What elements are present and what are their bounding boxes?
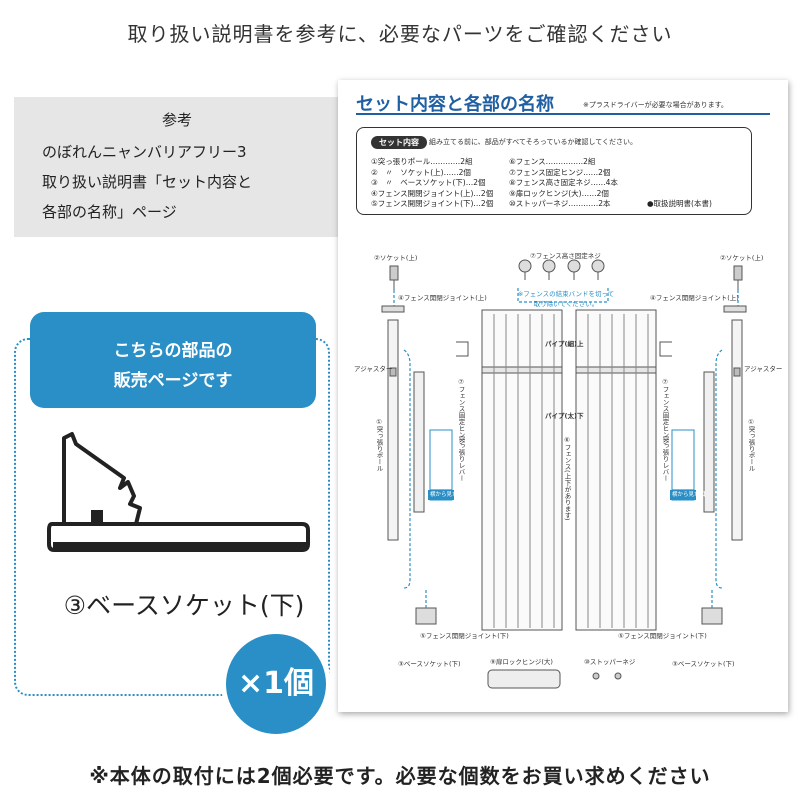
set-contents-box: セット内容 組み立てる前に、部品がすべてそろっているか確認してください。 ①突っ… xyxy=(356,127,752,215)
base-socket-illustration xyxy=(47,432,310,552)
manual-note: ※プラスドライバーが必要な場合があります。 xyxy=(583,101,728,109)
pipe-thick-mark: 下 xyxy=(576,412,584,420)
band-note-line: 取り除いてください。 xyxy=(533,300,599,308)
footer-note: ※本体の取付には2個必要です。必要な個数をお買い求めください xyxy=(89,764,711,788)
title-rule xyxy=(356,113,770,115)
reference-box: 参考 のぼれんニャンバリアフリー3 取り扱い説明書「セット内容と 各部の名称」ペ… xyxy=(14,97,340,237)
band-note-line: ※フェンスの結束バンドを切って xyxy=(517,290,615,298)
sale-page-tab[interactable]: こちらの部品の 販売ページです xyxy=(30,312,316,408)
sale-tab-line: 販売ページです xyxy=(113,371,233,391)
label-pole-right: ①突っ張りポール xyxy=(747,418,755,472)
list-item: ⑦フェンス固定ヒンジ……2個 xyxy=(509,167,611,177)
label-pole-left: ①突っ張りポール xyxy=(375,418,383,472)
label-adjuster-left: アジャスター xyxy=(354,365,393,373)
label-side-view-right: 横から見た図 xyxy=(672,492,706,498)
label-door-lock: ⑨扉ロックヒンジ(大) xyxy=(490,658,553,666)
label-height-screw: ⑦フェンス高さ固定ネジ xyxy=(530,252,601,260)
header-text: 取り扱い説明書を参考に、必要なパーツをご確認ください xyxy=(127,22,673,46)
label-socket-top-left: ②ソケット(上) xyxy=(374,254,418,262)
list-item: ④フェンス開閉ジョイント(上)…2個 xyxy=(371,188,494,198)
quantity-badge: ×1個 xyxy=(221,629,331,739)
label-joint-top-left: ④フェンス開閉ジョイント(上) xyxy=(398,294,487,302)
label-joint-bottom-right: ⑤フェンス開閉ジョイント(下) xyxy=(618,632,707,640)
reference-line: のぼれんニャンバリアフリー3 xyxy=(42,143,247,161)
manual-page: セット内容と各部の名称 ※プラスドライバーが必要な場合があります。 セット内容 … xyxy=(338,80,788,712)
list-item: ⑤フェンス開閉ジョイント(下)…2個 xyxy=(371,199,494,208)
pipe-thin-mark: 上 xyxy=(576,340,584,348)
label-lever-left: 突っ張りレバー xyxy=(457,436,465,482)
label-hinge-left: ⑦フェンス固定ヒンジ xyxy=(457,378,465,445)
label-stopper-screw: ⑩ストッパーネジ xyxy=(584,658,636,666)
label-adjuster-right: アジャスター xyxy=(744,365,783,373)
part-name: ③ベースソケット(下) xyxy=(63,591,305,620)
label-pipe-thick: パイプ(太)下 xyxy=(545,410,583,420)
label-fence: ⑥フェンス(上下があります) xyxy=(563,436,571,521)
reference-line: 各部の名称」ページ xyxy=(42,203,177,221)
label-base-left: ③ベースソケット(下) xyxy=(398,660,461,668)
label-lever-right: 突っ張りレバー xyxy=(661,436,669,482)
label-socket-top-right: ②ソケット(上) xyxy=(720,254,764,262)
assembly-diagram xyxy=(381,259,747,689)
list-item: ①突っ張りポール…………2組 xyxy=(371,157,473,166)
parts-list-col1: ①突っ張りポール…………2組 ② 〃 ソケット(上)……2個 ③ 〃 ベースソケ… xyxy=(371,157,493,210)
reference-title: 参考 xyxy=(161,111,192,129)
parts-list-col2: ⑥フェンス……………2組 ⑦フェンス固定ヒンジ……2個 ⑧フェンス高さ固定ネジ…… xyxy=(509,157,618,210)
label-base-right: ③ベースソケット(下) xyxy=(672,660,735,668)
list-item: ⑥フェンス……………2組 xyxy=(509,157,596,166)
label-band-note: ※フェンスの結束バンドを切って 取り除いてください。 xyxy=(506,288,626,308)
sale-tab-line: こちらの部品の xyxy=(113,341,233,361)
manual-title: セット内容と各部の名称 xyxy=(356,94,554,115)
set-contents-label: セット内容 xyxy=(371,136,427,149)
list-item: ③ 〃 ベースソケット(下)…2個 xyxy=(371,178,486,187)
list-item: ⑧フェンス高さ固定ネジ……4本 xyxy=(509,178,618,187)
label-joint-top-right: ④フェンス開閉ジョイント(上) xyxy=(650,294,739,302)
list-item: ⑩ストッパーネジ…………2本 xyxy=(509,199,611,208)
label-hinge-right: ⑦フェンス固定ヒンジ xyxy=(661,378,669,445)
set-contents-description: 組み立てる前に、部品がすべてそろっているか確認してください。 xyxy=(429,138,638,146)
parts-list-extra: ●取扱説明書(本書) xyxy=(647,199,712,208)
pipe-thin-text: パイプ(細) xyxy=(545,340,577,348)
list-item: ⑨扉ロックヒンジ(大)……2個 xyxy=(509,188,609,198)
list-item: ② 〃 ソケット(上)……2個 xyxy=(371,167,471,177)
pipe-thick-text: パイプ(太) xyxy=(545,412,577,420)
label-pipe-thin: パイプ(細)上 xyxy=(545,338,583,348)
label-joint-bottom-left: ⑤フェンス開閉ジョイント(下) xyxy=(420,632,509,640)
reference-line: 取り扱い説明書「セット内容と xyxy=(42,173,253,191)
label-side-view-left: 横から見た図 xyxy=(430,492,464,498)
